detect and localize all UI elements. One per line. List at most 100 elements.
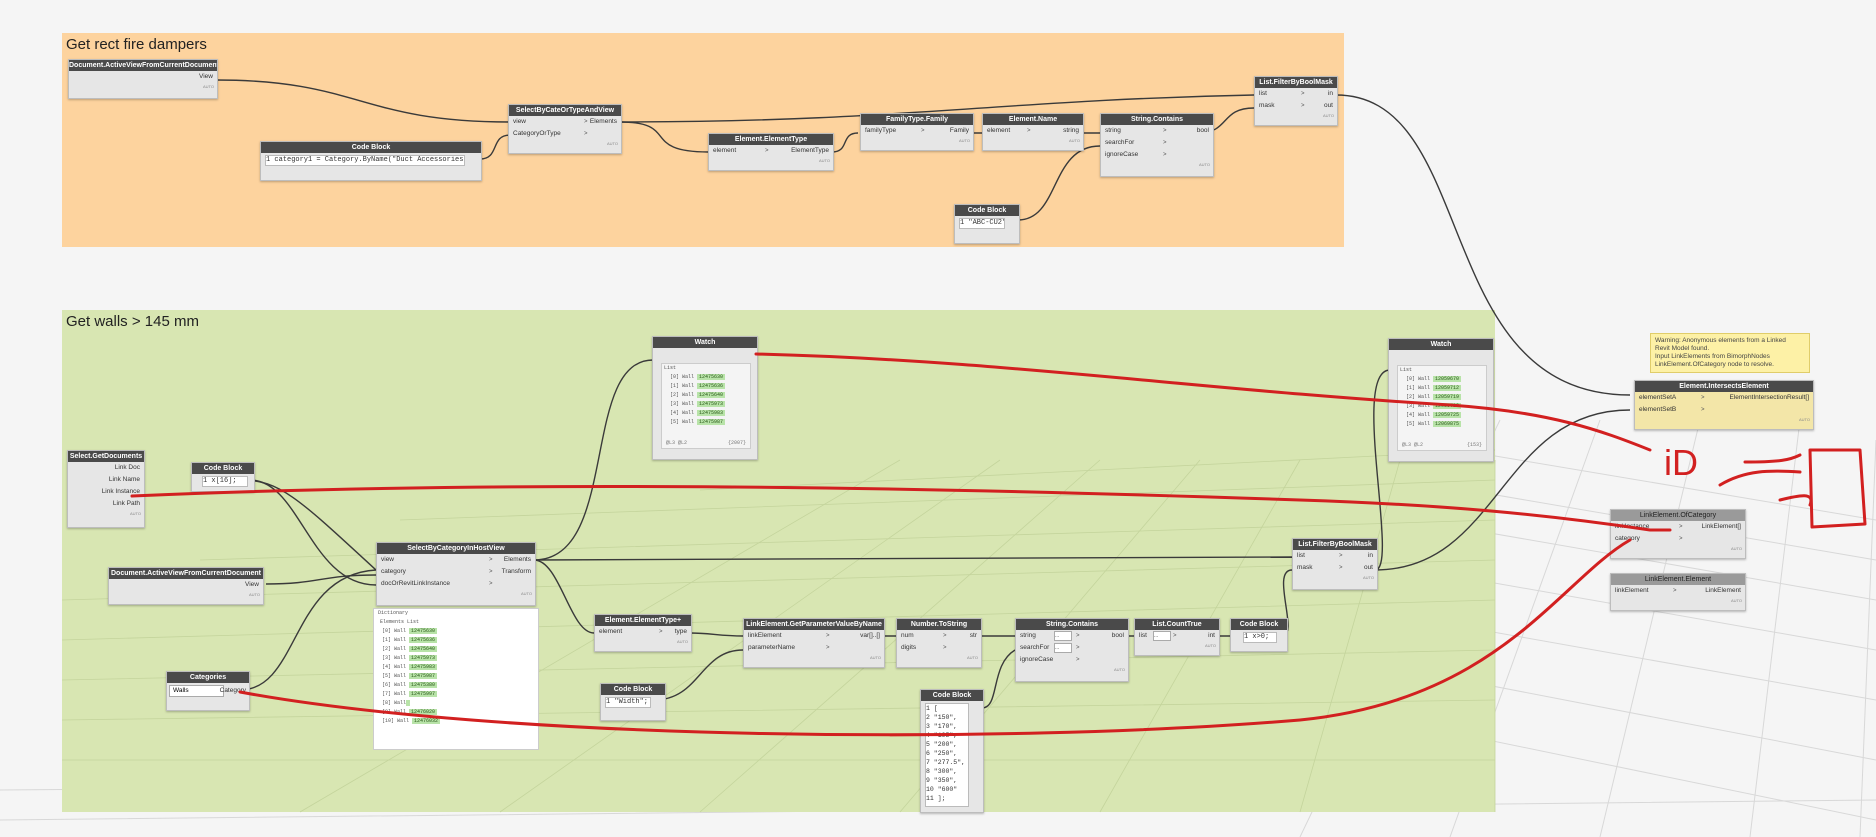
link-element-get-parameter-node[interactable]: LinkElement.GetParameterValueByName link… bbox=[743, 618, 885, 668]
element-id: 12475973 bbox=[409, 655, 438, 661]
select-by-cate-or-type-and-view-node[interactable]: SelectByCateOrTypeAndView view>Elements … bbox=[508, 104, 622, 154]
code-block-node-1[interactable]: Code Block 1 category1 = Category.ByName… bbox=[260, 141, 482, 181]
categories-node[interactable]: Categories Walls Category bbox=[166, 671, 250, 711]
element-id: 12475380 bbox=[409, 682, 438, 688]
element-id: 12475987 bbox=[409, 673, 438, 679]
category-output-port[interactable]: Category bbox=[219, 687, 246, 694]
warning-line: Warning: Anonymous elements from a Linke… bbox=[1655, 337, 1786, 344]
row-index: [2] Wall bbox=[670, 392, 698, 398]
row-index: [10] Wall bbox=[382, 718, 413, 724]
row-index: [0] Wall bbox=[670, 374, 698, 380]
list-item: [3] Wall 12475973 bbox=[374, 654, 538, 663]
list-item: [2] Wall 12475640 bbox=[374, 645, 538, 654]
row-index: [2] Wall bbox=[382, 646, 410, 652]
watch-output[interactable]: List [0] Wall 12475630[1] Wall 12475636[… bbox=[661, 363, 751, 449]
list-item: [1] Wall 12475636 bbox=[662, 382, 750, 391]
element-id: 12475973 bbox=[697, 401, 726, 407]
group-title: Get rect fire dampers bbox=[66, 36, 207, 53]
element-id: 12475636 bbox=[409, 637, 438, 643]
element-id: 12059712 bbox=[1433, 385, 1462, 391]
list-item: [5] Wall 12069875 bbox=[1398, 420, 1486, 429]
element-type-plus-node[interactable]: Element.ElementType+ element>type AUTO bbox=[594, 614, 692, 652]
list-item: [5] Wall 12475987 bbox=[374, 672, 538, 681]
link-element-element-node[interactable]: LinkElement.Element linkElement>LinkElem… bbox=[1610, 573, 1746, 611]
string-contains-node-1[interactable]: String.Contains string>bool searchFor> i… bbox=[1100, 113, 1214, 177]
family-type-family-node[interactable]: FamilyType.Family familyType>Family AUTO bbox=[860, 113, 974, 151]
active-view-node-1[interactable]: Document.ActiveViewFromCurrentDocument V… bbox=[68, 59, 218, 99]
code-editor[interactable]: 1 "Width"; bbox=[605, 697, 651, 708]
watch-node-1[interactable]: Watch List [0] Wall 12475630[1] Wall 124… bbox=[652, 336, 758, 460]
element-id: 12475983 bbox=[409, 664, 438, 670]
select-get-documents-node[interactable]: Select.GetDocuments Link Doc Link Name L… bbox=[67, 450, 145, 528]
row-index: [0] Wall bbox=[382, 628, 410, 634]
code-block-node-4[interactable]: Code Block 1 "Width"; bbox=[600, 683, 666, 721]
list-count-true-node[interactable]: List.CountTrue list...>int AUTO bbox=[1134, 618, 1220, 656]
code-editor[interactable]: 1 "ABC-CU2"; bbox=[959, 218, 1005, 229]
warning-line: Revit Model found. bbox=[1655, 345, 1710, 352]
list-item: [5] Wall 12475987 bbox=[662, 418, 750, 427]
row-index: [1] Wall bbox=[382, 637, 410, 643]
string-contains-node-2[interactable]: String.Contains string...>bool searchFor… bbox=[1015, 618, 1129, 682]
code-block-node-5[interactable]: Code Block 1 x>0; bbox=[1230, 618, 1288, 652]
row-index: [1] Wall bbox=[670, 383, 698, 389]
warning-line: Input LinkElements from BimorphNodes bbox=[1655, 353, 1770, 360]
element-id: 12059670 bbox=[1433, 376, 1462, 382]
row-index: [1] Wall bbox=[1406, 385, 1434, 391]
row-index: [4] Wall bbox=[1406, 412, 1434, 418]
row-index: [0] Wall bbox=[1406, 376, 1434, 382]
element-id: 12475630 bbox=[409, 628, 438, 634]
code-editor[interactable]: 1 x[16]; bbox=[202, 476, 248, 487]
group-get-walls[interactable]: Get walls > 145 mm bbox=[62, 310, 1495, 812]
list-item: [7] Wall 12475997 bbox=[374, 690, 538, 699]
element-id: 12475636 bbox=[697, 383, 726, 389]
element-id: 12476020 bbox=[409, 709, 438, 715]
preview-bubble: Dictionary Elements List [0] Wall 124756… bbox=[373, 608, 539, 750]
row-index: [3] Wall bbox=[1406, 403, 1434, 409]
element-id: 12475630 bbox=[697, 374, 726, 380]
warning-tooltip: Warning: Anonymous elements from a Linke… bbox=[1650, 333, 1810, 373]
active-view-node-2[interactable]: Document.ActiveViewFromCurrentDocument V… bbox=[108, 567, 264, 605]
element-intersects-element-node[interactable]: Element.IntersectsElement elementSetA>El… bbox=[1634, 380, 1814, 430]
number-to-string-node[interactable]: Number.ToString num>str digits> AUTO bbox=[896, 618, 982, 668]
row-index: [5] Wall bbox=[382, 673, 410, 679]
row-index: [7] Wall bbox=[382, 691, 410, 697]
list-item: [0] Wall 12475630 bbox=[374, 627, 538, 636]
code-block-node-3[interactable]: Code Block 1 x[16]; bbox=[191, 462, 255, 492]
element-name-node[interactable]: Element.Name element>string AUTO bbox=[982, 113, 1084, 151]
list-filter-by-bool-mask-node-2[interactable]: List.FilterByBoolMask list>in mask>out A… bbox=[1292, 538, 1378, 590]
list-item: [8] Wall bbox=[374, 699, 538, 708]
warning-line: LinkElement.OfCategory node to resolve. bbox=[1655, 361, 1774, 368]
annotation-id-text: iD bbox=[1664, 442, 1698, 483]
view-output-port[interactable]: View bbox=[199, 73, 213, 80]
element-id: 12475640 bbox=[697, 392, 726, 398]
list-item: [0] Wall 12475630 bbox=[662, 373, 750, 382]
code-editor[interactable]: 1 category1 = Category.ByName("Duct Acce… bbox=[265, 155, 465, 166]
code-block-node-2[interactable]: Code Block 1 "ABC-CU2"; bbox=[954, 204, 1020, 244]
list-item: [4] Wall 12059725 bbox=[1398, 411, 1486, 420]
element-type-node-1[interactable]: Element.ElementType element>ElementType … bbox=[708, 133, 834, 171]
list-filter-by-bool-mask-node-1[interactable]: List.FilterByBoolMask list>in mask>out A… bbox=[1254, 76, 1338, 126]
row-index: [5] Wall bbox=[670, 419, 698, 425]
row-index: [4] Wall bbox=[382, 664, 410, 670]
list-item: [2] Wall 12475640 bbox=[662, 391, 750, 400]
element-id: 12059725 bbox=[1433, 412, 1462, 418]
watch-node-2[interactable]: Watch List [0] Wall 12059670[1] Wall 120… bbox=[1388, 338, 1494, 462]
element-id bbox=[406, 700, 411, 706]
select-by-category-in-host-view-node[interactable]: SelectByCategoryInHostView view>Elements… bbox=[376, 542, 536, 606]
element-id: 12476032 bbox=[412, 718, 441, 724]
row-index: [3] Wall bbox=[670, 401, 698, 407]
list-item: [3] Wall 12475973 bbox=[662, 400, 750, 409]
row-index: [4] Wall bbox=[670, 410, 698, 416]
row-index: [6] Wall bbox=[382, 682, 410, 688]
code-editor[interactable]: 1 x>0; bbox=[1243, 632, 1277, 643]
row-index: [5] Wall bbox=[1406, 421, 1434, 427]
category-dropdown[interactable]: Walls bbox=[169, 685, 224, 697]
list-item: [4] Wall 12475983 bbox=[374, 663, 538, 672]
list-item: [6] Wall 12475380 bbox=[374, 681, 538, 690]
watch-output[interactable]: List [0] Wall 12059670[1] Wall 12059712[… bbox=[1397, 365, 1487, 451]
list-item: [0] Wall 12059670 bbox=[1398, 375, 1486, 384]
list-item: [10] Wall 12476032 bbox=[374, 717, 538, 726]
element-id: 12475983 bbox=[697, 410, 726, 416]
